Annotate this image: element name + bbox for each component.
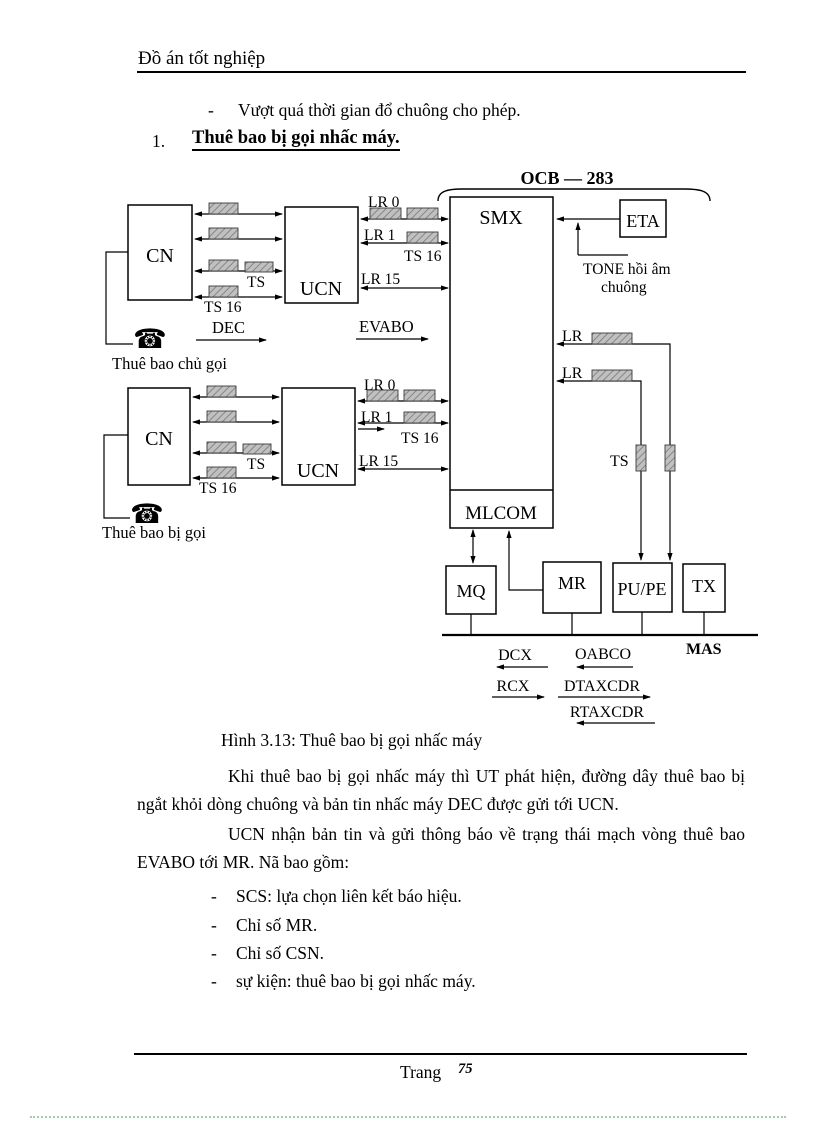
pcm-segment: [208, 285, 239, 298]
pcm-segment: [242, 443, 272, 455]
pcm-segment: [591, 332, 633, 345]
lr-label-right-inner: LR: [562, 365, 583, 382]
tone-label-line2: chuông: [601, 279, 647, 296]
pcm-segment: [403, 411, 436, 424]
list-item: SCS: lựa chọn liên kết báo hiệu.: [236, 886, 462, 906]
phone-icon: ☎: [133, 324, 167, 355]
rcx-label: RCX: [497, 678, 530, 695]
mr-box: [542, 561, 602, 614]
ucn-box-top: [284, 206, 359, 304]
footer-page-number: 75: [458, 1061, 473, 1077]
evabo-label: EVABO: [359, 317, 414, 336]
pcm-segment: [403, 389, 436, 402]
lr-label-right-outer: LR: [562, 328, 583, 345]
figure-caption: Hình 3.13: Thuê bao bị gọi nhấc máy: [221, 730, 483, 750]
ts-label-top: TS: [247, 274, 265, 291]
caller-label: Thuê bao chủ gọi: [112, 354, 227, 373]
body-paragraph: UCN nhận bản tin và gửi thông báo về trạ…: [137, 824, 745, 872]
ocb-brace: [437, 188, 711, 202]
ocb-title: OCB — 283: [520, 168, 613, 188]
list-item: sự kiện: thuê bao bị gọi nhấc máy.: [236, 971, 476, 991]
mq-box: [445, 565, 497, 615]
list-item-dash: -: [211, 943, 217, 963]
ucn-box-bottom: [281, 387, 356, 486]
tx-label: TX: [692, 576, 716, 596]
rtaxcdr-label: RTAXCDR: [570, 704, 645, 721]
section-number: 1.: [152, 131, 166, 151]
ucn-label-top: UCN: [300, 278, 342, 300]
section-heading: Thuê bao bị gọi nhấc máy.: [192, 128, 400, 151]
ts-segment-vertical: [664, 444, 676, 472]
lr1-label-top: LR 1: [364, 227, 395, 244]
pcm-segment: [406, 231, 439, 244]
tx-box: [682, 563, 726, 613]
ts-label-bottom: TS: [247, 456, 265, 473]
pupe-box: [612, 562, 673, 613]
pcm-segment: [208, 227, 239, 240]
pcm-segment: [244, 261, 274, 273]
mlcom-label: MLCOM: [465, 503, 537, 524]
ts16-label-bottom-left: TS 16: [199, 480, 237, 497]
smx-label: SMX: [479, 207, 523, 229]
lr15-label-top: LR 15: [361, 271, 400, 288]
mas-label: MAS: [686, 641, 722, 658]
intro-bullet-text: Vượt quá thời gian đổ chuông cho phép.: [238, 100, 521, 120]
mq-label: MQ: [456, 581, 485, 601]
ts16-label-top-right: TS 16: [404, 248, 442, 265]
mr-label: MR: [558, 573, 586, 593]
ts-label-right: TS: [610, 453, 629, 470]
smx-box: [449, 196, 554, 529]
ucn-label-bottom: UCN: [297, 460, 339, 482]
tone-label-line1: TONE hồi âm: [583, 261, 671, 278]
lr0-label-top: LR 0: [368, 194, 400, 211]
header-rule: [137, 71, 746, 73]
ts16-label-top-left: TS 16: [204, 299, 242, 316]
ts-segment-vertical: [635, 444, 647, 472]
cn-box-top: [127, 204, 193, 301]
cn-label-bottom: CN: [145, 428, 173, 450]
cn-label-top: CN: [146, 245, 174, 267]
footer-rule: [134, 1053, 747, 1055]
callee-label: Thuê bao bị gọi: [102, 523, 206, 542]
pupe-label: PU/PE: [617, 579, 666, 599]
dec-label: DEC: [212, 318, 245, 337]
mr-mlcom-arrow: [506, 530, 543, 591]
pcm-segment: [591, 369, 633, 382]
lr1-label-bottom: LR 1: [361, 409, 392, 426]
footer-label: Trang: [400, 1062, 442, 1082]
dcx-label: DCX: [498, 647, 532, 664]
oabco-label: OABCO: [575, 646, 631, 663]
pcm-segment: [366, 389, 399, 402]
page-break-dotted-line: [30, 1116, 786, 1118]
pcm-segment: [206, 466, 237, 479]
pcm-segment: [369, 207, 402, 220]
pcm-segment: [406, 207, 439, 220]
cn-box-bottom: [127, 387, 191, 486]
list-item: Chỉ số CSN.: [236, 943, 325, 963]
pcm-segment: [206, 441, 237, 454]
list-item-dash: -: [211, 886, 217, 906]
pcm-segment: [206, 410, 237, 423]
lr15-label-bottom: LR 15: [359, 453, 398, 470]
pcm-segment: [206, 385, 237, 398]
pcm-segment: [208, 259, 239, 272]
phone-icon: ☎: [130, 499, 164, 530]
lr-link-right-inner: [556, 378, 644, 561]
dtaxcdr-label: DTAXCDR: [564, 678, 640, 695]
caller-line: [105, 251, 133, 345]
page-header-title: Đồ án tốt nghiệp: [138, 48, 266, 69]
list-item-dash: -: [211, 915, 217, 935]
list-item: Chỉ số MR.: [236, 915, 318, 935]
eta-label: ETA: [626, 211, 660, 231]
list-item-dash: -: [211, 971, 217, 991]
body-paragraph: Khi thuê bao bị gọi nhấc máy thì UT phát…: [137, 766, 745, 814]
lr0-label-bottom: LR 0: [364, 377, 396, 394]
intro-bullet-dash: -: [208, 100, 214, 120]
ts16-label-bottom-right: TS 16: [401, 430, 439, 447]
pcm-segment: [208, 202, 239, 215]
callee-line: [103, 434, 130, 519]
